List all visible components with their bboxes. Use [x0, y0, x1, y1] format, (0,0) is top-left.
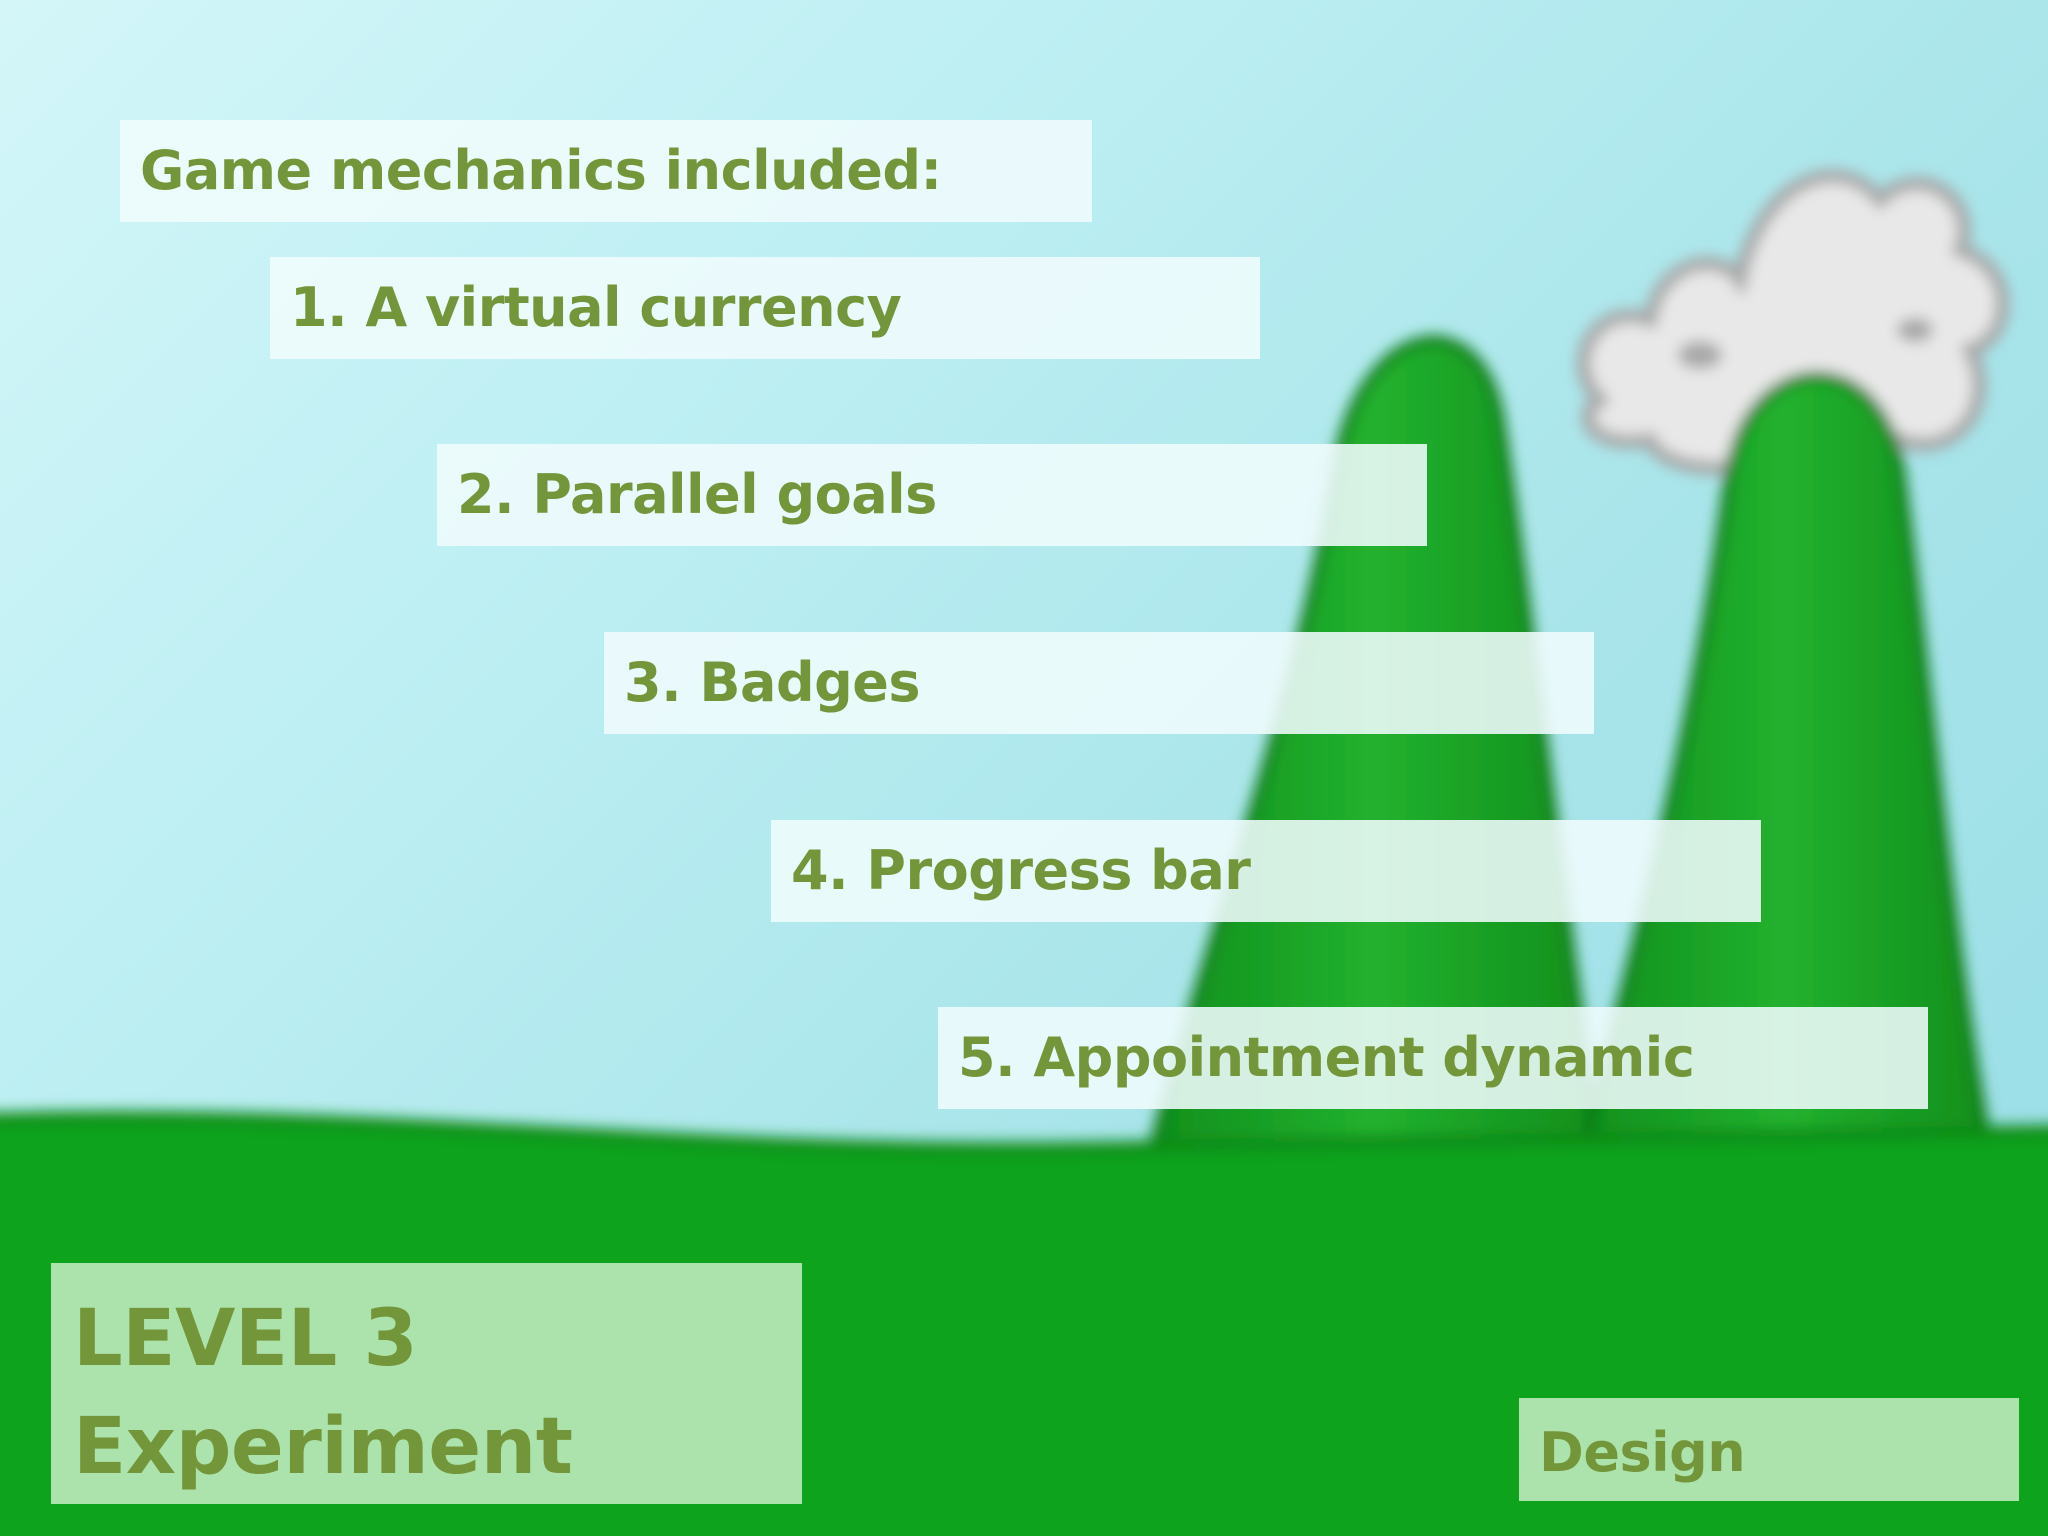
phase-label: Design [1519, 1398, 2019, 1501]
level-title: LEVEL 3 [73, 1294, 418, 1384]
level-subtitle: Experiment [73, 1402, 573, 1492]
mechanic-item-parallel-goals: 2. Parallel goals [437, 444, 1427, 546]
mechanic-item-virtual-currency: 1. A virtual currency [270, 257, 1260, 359]
mechanic-item-progress-bar: 4. Progress bar [771, 820, 1761, 922]
level-panel: LEVEL 3 Experiment [51, 1263, 802, 1504]
mechanic-item-badges: 3. Badges [604, 632, 1594, 734]
mechanics-heading: Game mechanics included: [120, 120, 1092, 222]
mechanic-item-appointment-dynamic: 5. Appointment dynamic [938, 1007, 1928, 1109]
